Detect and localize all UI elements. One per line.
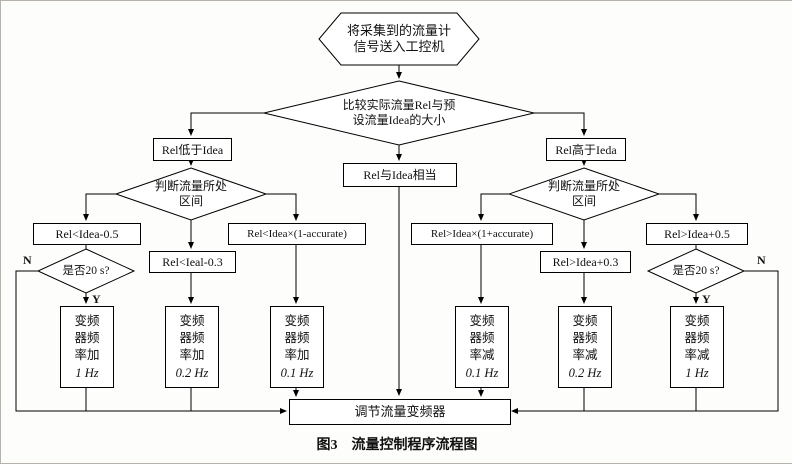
action-decrease-1hz: 变频 器频 率减 1 Hz (670, 306, 724, 388)
judge-high-diamond-shape (507, 167, 661, 221)
figure-caption-title: 流量控制程序流程图 (351, 438, 478, 453)
cond-low-inner: Rel<Idea×(1-accurate) (228, 223, 366, 245)
cond-high-outer: Rel>Idea+0.5 (646, 223, 748, 245)
branch-equal-label: Rel与Idea相当 (343, 163, 457, 187)
start-hexagon-shape (318, 12, 480, 66)
timer-high-yes-label: Y (702, 292, 711, 306)
cond-low-mid: Rel<Ieal-0.3 (149, 251, 236, 273)
action-label: 变频 器频 率减 (572, 313, 598, 362)
start-node: 将采集到的流量计 信号送入工控机 (346, 23, 451, 54)
adjust-inverter-node: 调节流量变频器 (289, 399, 511, 425)
action-increase-02hz: 变频 器频 率加 0.2 Hz (165, 306, 219, 388)
node-shapes (36, 12, 746, 294)
connector-lines (15, 65, 779, 414)
timer-low-diamond-shape (36, 248, 136, 294)
action-label: 变频 器频 率减 (469, 313, 495, 362)
timer-low-no-label: N (23, 253, 32, 267)
cond-high-mid: Rel>Idea+0.3 (540, 251, 631, 273)
timer-high-diamond-shape (646, 248, 746, 294)
figure-caption-label: 图3 (316, 438, 338, 453)
action-value: 1 Hz (685, 365, 709, 380)
cond-low-outer: Rel<Idea-0.5 (33, 223, 141, 245)
timer-low-yes-label: Y (92, 292, 101, 306)
action-label: 变频 器频 率加 (284, 313, 310, 362)
cond-high-inner: Rel>Idea×(1+accurate) (411, 223, 553, 245)
compare-decision: 比较实际流量Rel与预 设流量Idea的大小 (342, 98, 456, 127)
judge-high-decision: 判断流量所处 区间 (547, 179, 620, 208)
action-value: 0.2 Hz (568, 365, 602, 380)
action-increase-1hz: 变频 器频 率加 1 Hz (60, 306, 114, 388)
branch-low-label: Rel低于Idea (153, 138, 232, 161)
judge-low-decision: 判断流量所处 区间 (154, 179, 227, 208)
action-label: 变频 器频 率减 (684, 313, 710, 362)
timer-high-decision: 是否20 s? (672, 265, 720, 277)
compare-diamond-shape (263, 80, 535, 146)
action-label: 变频 器频 率加 (74, 313, 100, 362)
figure-caption: 图3 流量控制程序流程图 (1, 434, 792, 454)
action-value: 0.1 Hz (465, 365, 499, 380)
action-value: 0.2 Hz (175, 365, 209, 380)
action-decrease-01hz: 变频 器频 率减 0.1 Hz (455, 306, 509, 388)
action-value: 0.1 Hz (280, 365, 314, 380)
timer-low-decision: 是否20 s? (62, 265, 110, 277)
action-increase-01hz: 变频 器频 率加 0.1 Hz (270, 306, 324, 388)
action-decrease-02hz: 变频 器频 率减 0.2 Hz (558, 306, 612, 388)
timer-high-no-label: N (757, 253, 766, 267)
action-label: 变频 器频 率加 (179, 313, 205, 362)
branch-high-label: Rel高于Ieda (546, 138, 626, 161)
action-value: 1 Hz (75, 365, 99, 380)
judge-low-diamond-shape (114, 167, 268, 221)
